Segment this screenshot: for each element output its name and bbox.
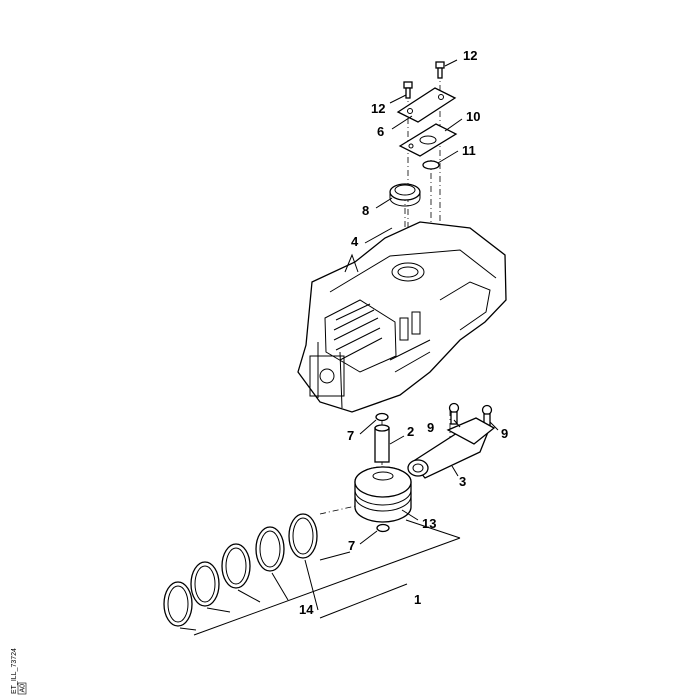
connecting-rod-3: [407, 417, 496, 479]
callout-9-left: 9: [427, 420, 434, 435]
callout-1: 1: [414, 592, 421, 607]
callout-12-top: 12: [463, 48, 477, 63]
reference-code-suffix: A0: [20, 684, 27, 693]
callout-12-left: 12: [371, 101, 385, 116]
callout-8: 8: [362, 203, 369, 218]
callout-13: 13: [422, 516, 436, 531]
callout-7-top: 7: [347, 428, 354, 443]
piston-pin-2: [374, 424, 390, 463]
reference-code-box: [17, 682, 27, 695]
callout-4: 4: [351, 234, 359, 249]
o-ring-7-bottom: [376, 523, 390, 533]
callout-2: 2: [407, 424, 414, 439]
o-ring-11: [422, 160, 440, 170]
screw-9-right: [481, 404, 493, 427]
callout-3: 3: [459, 474, 466, 489]
screw-9-left: [448, 402, 460, 425]
piston-13: [354, 466, 412, 523]
reference-code-text: ET_ILL_73724: [11, 648, 18, 694]
callout-9-right: 9: [501, 426, 508, 441]
leader-lines: [179, 59, 499, 636]
gasket-10: [398, 123, 458, 157]
screw-12-top: [435, 61, 445, 79]
callout-10: 10: [466, 109, 480, 124]
piston-ring-4: [190, 561, 220, 607]
callout-6: 6: [377, 124, 384, 139]
piston-ring-2: [255, 526, 285, 572]
callout-11: 11: [462, 143, 476, 158]
piston-ring-1: [288, 513, 318, 559]
piston-ring-5: [163, 581, 193, 627]
screw-12-left: [403, 81, 413, 99]
callout-7-bottom: 7: [348, 538, 355, 553]
cover-plate-6: [396, 87, 457, 123]
reference-code: ET_ILL_73724 A0: [11, 648, 27, 695]
o-ring-7-top: [375, 412, 389, 422]
piston-ring-3: [221, 543, 251, 589]
crankcase-4: [297, 221, 507, 413]
seal-ring-8: [389, 183, 421, 207]
callout-14: 14: [299, 602, 314, 617]
